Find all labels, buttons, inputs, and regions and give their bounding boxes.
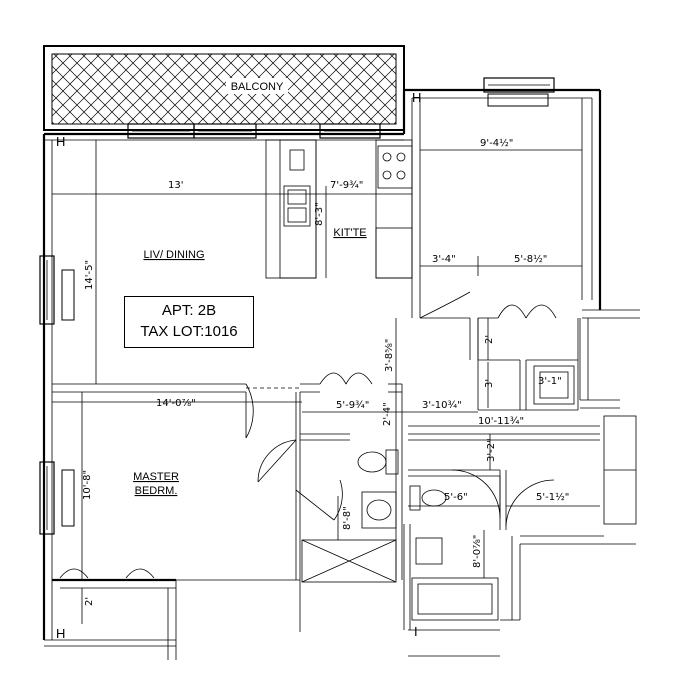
dim-8-3: 8'-3"	[314, 202, 325, 226]
dim-13: 13'	[168, 180, 183, 191]
unit-info-box: APT: 2B TAX LOT:1016	[124, 296, 254, 348]
refrigerator-icon	[375, 227, 413, 279]
dim-14-5: 14'-5"	[84, 260, 95, 290]
balcony-label: BALCONY	[231, 81, 284, 93]
dim-3-2: 3'-2"	[486, 438, 497, 462]
section-mark-i: I	[414, 624, 418, 639]
dim-2-4: 2'-4"	[382, 402, 393, 426]
dim-2-b: 2'	[84, 597, 95, 606]
tax-lot: TAX LOT:1016	[140, 323, 238, 340]
washer-icon	[533, 365, 575, 405]
dim-2-a: 2'	[484, 335, 495, 344]
room-label-kitchen: KIT'TE	[333, 227, 366, 239]
bath-fixtures	[301, 365, 575, 621]
dim-3-4: 3'-4"	[432, 254, 456, 265]
dim-9-4: 9'-4½"	[480, 137, 513, 149]
dim-14-0: 14'-0⅞"	[156, 398, 196, 409]
section-mark-h-3: H	[56, 626, 65, 641]
washbasin-icon	[415, 537, 443, 565]
dim-3-a: 3'	[484, 379, 495, 388]
dim-10-11: 10'-11¾"	[478, 416, 524, 427]
bathtub-icon	[411, 577, 499, 621]
exterior-walls	[42, 88, 640, 660]
kitchen-fixtures	[265, 139, 413, 279]
interior-walls	[52, 98, 600, 630]
dimension-lines	[52, 140, 600, 624]
dim-5-8: 5'-8½"	[514, 253, 547, 265]
apt-number: APT: 2B	[161, 302, 217, 319]
dim-3-8: 3'-8⅝"	[384, 339, 395, 372]
section-mark-h-2: H	[412, 90, 421, 105]
dim-8-8: 8'-8"	[342, 506, 353, 530]
room-label-master-2: BEDRM.	[135, 485, 178, 497]
dim-10-8: 10'-8"	[82, 470, 93, 500]
doors	[59, 291, 557, 579]
balcony: BALCONY	[43, 45, 405, 131]
windows	[39, 77, 555, 535]
stove-icon	[377, 145, 413, 189]
dim-5-1: 5'-1½"	[536, 491, 569, 503]
dim-8-0: 8'-0⅞"	[472, 535, 483, 568]
dim-5-6: 5'-6"	[444, 492, 468, 503]
dim-3-10: 3'-10¾"	[422, 400, 462, 411]
room-label-master-1: MASTER	[133, 471, 179, 483]
sink-icon	[361, 491, 397, 529]
dim-5-9: 5'-9¾"	[336, 400, 369, 411]
dim-3-1: 3'-1"	[538, 376, 562, 387]
toilet-icon	[357, 451, 387, 473]
shower-icon	[301, 539, 397, 583]
dim-7-9: 7'-9¾"	[330, 180, 363, 191]
room-label-liv-dining: LIV/ DINING	[143, 249, 204, 261]
section-mark-h-1: H	[56, 134, 65, 149]
